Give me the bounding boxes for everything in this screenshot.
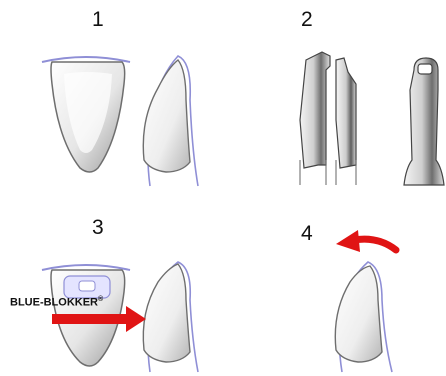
arrow-curved-icon [336,230,396,252]
tooth-side-icon [143,56,198,186]
plier-icon [300,52,444,185]
tooth-side-icon [143,262,198,372]
tooth-side-icon [335,262,392,372]
brand-label: BLUE-BLOKKER® [10,296,103,309]
tooth-front-icon [42,57,130,172]
registered-mark: ® [98,296,103,303]
brand-name: BLUE-BLOKKER [10,297,98,309]
